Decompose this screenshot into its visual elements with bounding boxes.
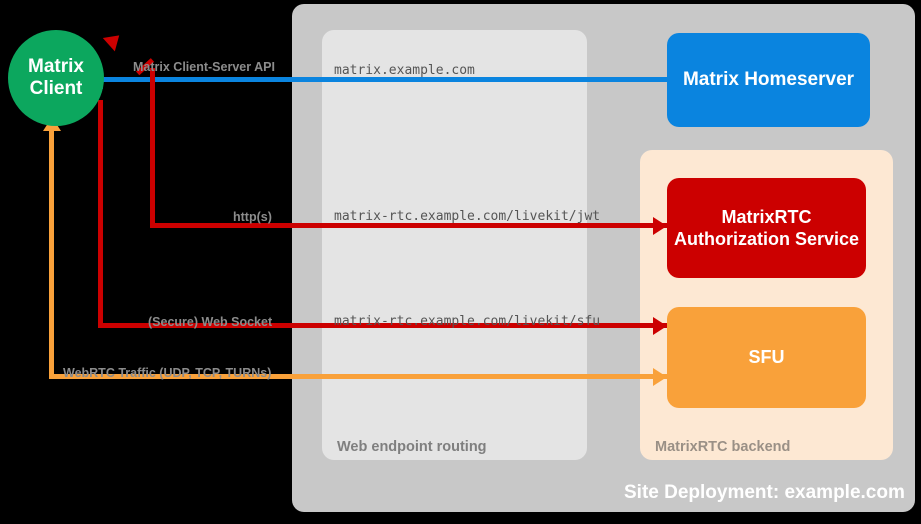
protocol-label-websocket: (Secure) Web Socket	[148, 315, 273, 329]
client-label-line2: Client	[29, 78, 83, 99]
arrow-webrtc-line	[49, 374, 667, 379]
caption-site-deployment: Site Deployment: example.com	[624, 482, 905, 503]
node-matrixrtc-authorization-service[interactable]: MatrixRTC Authorization Service	[667, 178, 866, 278]
arrow-webrtc-riser	[49, 128, 54, 378]
arrow-https-head-client	[102, 28, 126, 52]
web-endpoint-routing-panel	[322, 30, 587, 460]
caption-matrixrtc-backend: MatrixRTC backend	[655, 439, 791, 455]
arrow-https-line	[150, 223, 667, 228]
arrow-https-head-auth	[653, 216, 667, 235]
sfu-label: SFU	[748, 347, 785, 368]
node-sfu[interactable]: SFU	[667, 307, 866, 408]
arrow-websocket-line	[98, 323, 667, 328]
arrow-webrtc-head-sfu	[653, 367, 667, 386]
node-matrix-homeserver[interactable]: Matrix Homeserver	[667, 33, 870, 127]
endpoint-livekit-sfu: matrix-rtc.example.com/livekit/sfu	[334, 314, 601, 329]
arrow-https-riser	[150, 68, 155, 228]
protocol-label-client-server-api: Matrix Client-Server API	[133, 60, 275, 74]
arrow-websocket-head-sfu	[653, 316, 667, 335]
homeserver-label: Matrix Homeserver	[682, 69, 855, 91]
endpoint-matrix-domain: matrix.example.com	[334, 63, 475, 78]
protocol-label-webrtc: WebRTC Traffic (UDP, TCP, TURNs)	[63, 366, 272, 380]
caption-web-endpoint-routing: Web endpoint routing	[337, 439, 487, 455]
arrow-websocket-riser	[98, 100, 103, 328]
arrow-client-server-api-line	[103, 77, 667, 82]
protocol-label-https: http(s)	[233, 210, 272, 224]
endpoint-livekit-jwt: matrix-rtc.example.com/livekit/jwt	[334, 209, 601, 224]
client-label-line1: Matrix	[28, 55, 84, 77]
node-matrix-client[interactable]: Matrix Client	[8, 30, 104, 126]
auth-service-label: MatrixRTC Authorization Service	[673, 206, 860, 250]
